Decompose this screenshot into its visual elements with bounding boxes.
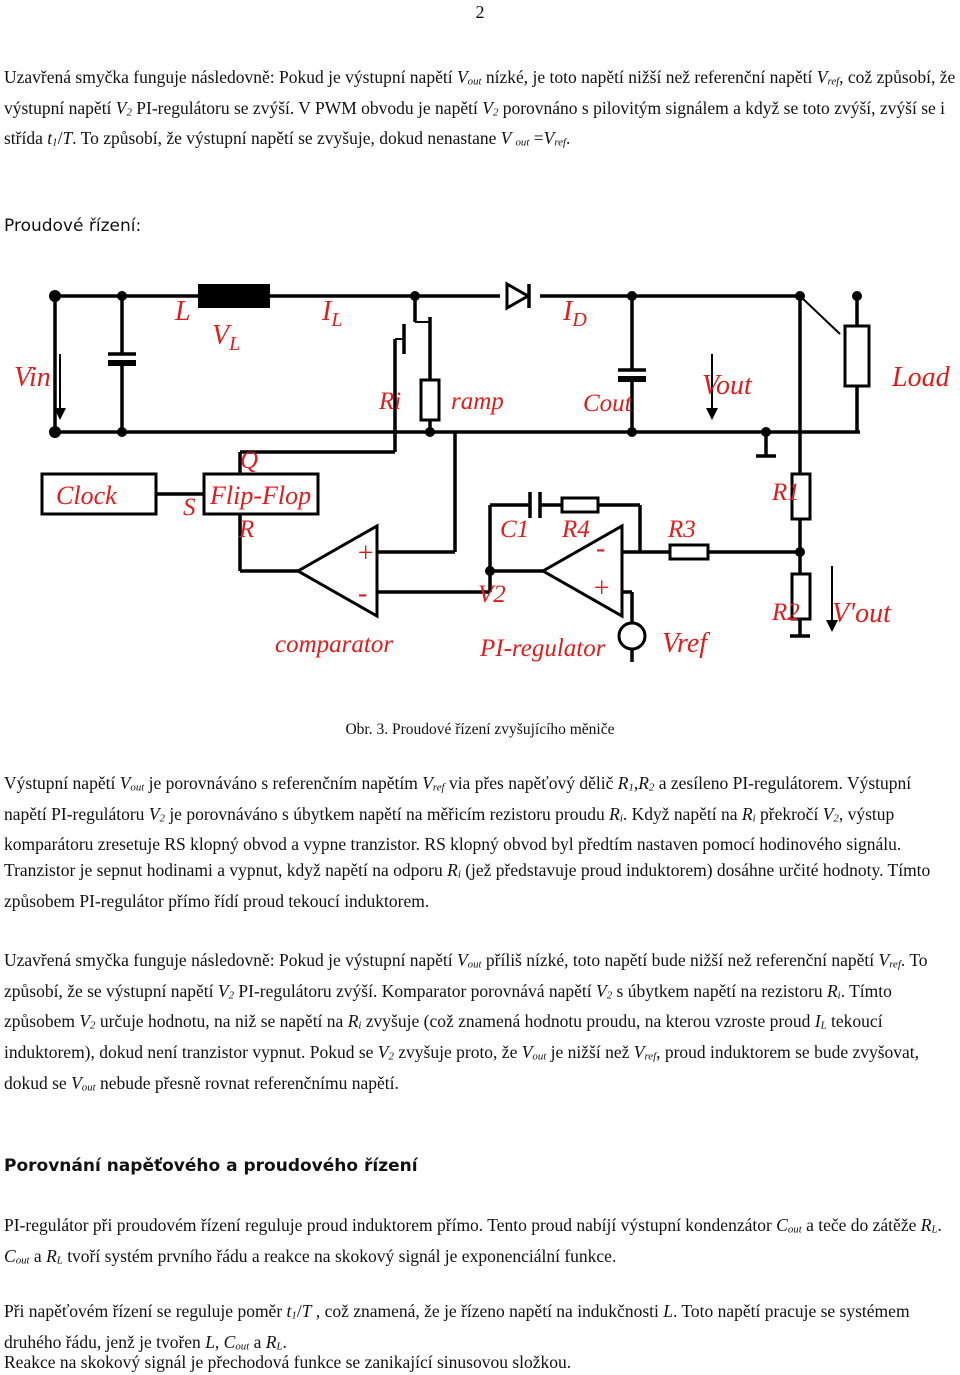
paragraph-comparison-current: PI-regulátor při proudovém řízení regulu… <box>4 1215 942 1267</box>
label-pi-minus: - <box>596 533 605 564</box>
label-r: R <box>238 516 254 543</box>
paragraph-comparison-voltage: Při napěťovém řízení se reguluje poměr t… <box>4 1301 910 1353</box>
boost-converter-schematic: L VL IL ID Vin Ri ramp Cout Vout Load Q … <box>14 281 951 662</box>
label-vin: Vin <box>14 362 51 393</box>
section-heading-current-control: Proudové řízení: <box>4 216 142 236</box>
flipflop-block <box>202 472 320 516</box>
label-comparator-minus: - <box>358 578 367 609</box>
label-q: Q <box>240 447 258 474</box>
label-l: L <box>174 296 191 327</box>
label-vref: Vref <box>662 628 710 659</box>
label-s: S <box>183 494 196 521</box>
label-flipflop: Flip-Flop <box>209 481 311 510</box>
label-pi-plus: + <box>592 573 611 604</box>
label-id: ID <box>562 296 587 331</box>
label-comparator-plus: + <box>356 538 375 569</box>
label-vout-prime: V'out <box>832 598 892 629</box>
paragraph-current-control-description: Výstupní napětí Vout je porovnáváno s re… <box>4 773 931 911</box>
pi-regulator-opamp <box>539 523 624 619</box>
figure-caption: Obr. 3. Proudové řízení zvyšujícího měni… <box>345 721 615 738</box>
label-load: Load <box>891 362 951 393</box>
sense-resistor <box>419 378 441 422</box>
circuit-wiring <box>40 281 871 662</box>
label-pi-regulator: PI-regulator <box>479 635 606 662</box>
section-heading-comparison: Porovnání napěťového a proudového řízení <box>4 1156 418 1176</box>
label-r1: R1 <box>771 479 800 506</box>
comparator-symbol <box>294 523 379 619</box>
paragraph-step-response: Reakce na skokový signál je přechodová f… <box>4 1352 572 1372</box>
paragraph-closed-loop-current: Uzavřená smyčka funguje následovně: Poku… <box>4 950 928 1094</box>
label-vout: Vout <box>702 370 753 401</box>
label-il: IL <box>321 296 342 331</box>
label-cout: Cout <box>583 390 633 417</box>
diode-symbol <box>505 281 532 311</box>
load-resistor <box>843 324 871 388</box>
label-ramp: ramp <box>451 388 504 415</box>
label-c1: C1 <box>500 516 529 543</box>
label-vl: VL <box>212 320 240 355</box>
label-clock: Clock <box>56 481 117 510</box>
label-r4: R4 <box>561 516 590 543</box>
label-r3: R3 <box>667 516 696 543</box>
page-number: 2 <box>475 2 485 22</box>
clock-block <box>40 472 158 516</box>
circuit-junctions <box>49 290 862 576</box>
label-comparator: comparator <box>275 631 393 658</box>
label-ri: Ri <box>378 388 401 415</box>
inductor-symbol <box>198 284 270 308</box>
label-r2: R2 <box>771 599 800 626</box>
reference-source <box>617 621 647 651</box>
paragraph-closed-loop-voltage: Uzavřená smyčka funguje následovně: Poku… <box>4 67 956 149</box>
label-v2: V2 <box>478 581 506 608</box>
